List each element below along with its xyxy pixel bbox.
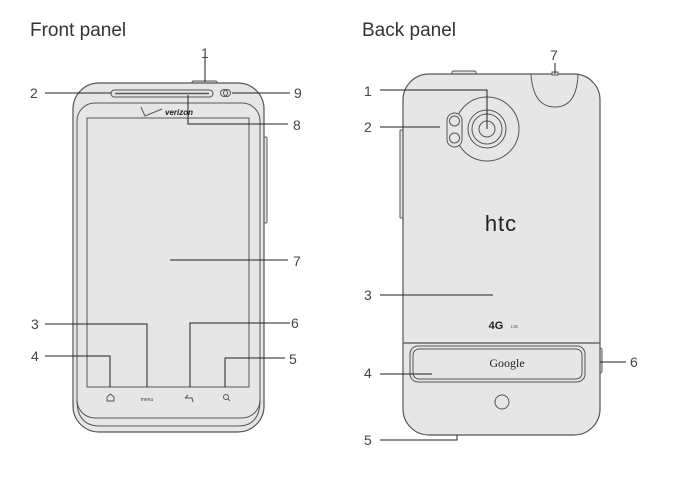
front-callout-4: 4	[31, 348, 39, 364]
back-callout-4: 4	[364, 365, 372, 381]
google-logo: Google	[489, 356, 524, 370]
4g-logo: 4G	[489, 320, 504, 332]
front-callout-1: 1	[201, 45, 209, 61]
back-icon	[184, 394, 194, 403]
front-callout-5: 5	[289, 351, 297, 367]
headset-cap	[530, 73, 579, 108]
back-callout-2: 2	[364, 119, 372, 135]
back-panel-title: Back panel	[362, 20, 456, 41]
back-round-hole	[494, 394, 510, 410]
back-callout-6: 6	[630, 354, 638, 370]
flash-led	[449, 115, 460, 127]
home-icon	[106, 393, 115, 402]
back-outer-body	[402, 73, 601, 436]
back-callouts: 1 2 3 4 5 6 7	[364, 47, 638, 448]
svg-text:verizon: verizon	[165, 108, 193, 117]
front-callout-7: 7	[293, 253, 301, 269]
verizon-logo: verizon	[140, 106, 193, 117]
kickstand	[409, 345, 586, 383]
front-phone: verizon menu	[72, 80, 268, 433]
flash-housing	[446, 112, 463, 148]
front-panel-title: Front panel	[30, 20, 126, 41]
front-callouts: 1 2 3 4 5 6 7 8 9	[30, 45, 302, 387]
back-callout-3: 3	[364, 287, 372, 303]
front-outer-body	[72, 82, 265, 433]
back-phone: htc 4G LTE Google	[399, 70, 603, 436]
lte-logo: LTE	[511, 324, 518, 329]
screen	[86, 117, 250, 388]
front-callout-8: 8	[293, 117, 301, 133]
front-callout-6: 6	[291, 315, 299, 331]
proximity-sensor	[220, 89, 228, 97]
back-callout-5: 5	[364, 432, 372, 448]
htc-logo: htc	[485, 211, 517, 236]
front-callout-2: 2	[30, 85, 38, 101]
back-callout-7: 7	[550, 47, 558, 63]
back-callout-1: 1	[364, 83, 372, 99]
menu-key-label: menu	[141, 397, 154, 403]
flash-led	[449, 132, 460, 144]
search-icon	[223, 394, 231, 402]
front-callout-9: 9	[294, 85, 302, 101]
front-callout-3: 3	[31, 316, 39, 332]
